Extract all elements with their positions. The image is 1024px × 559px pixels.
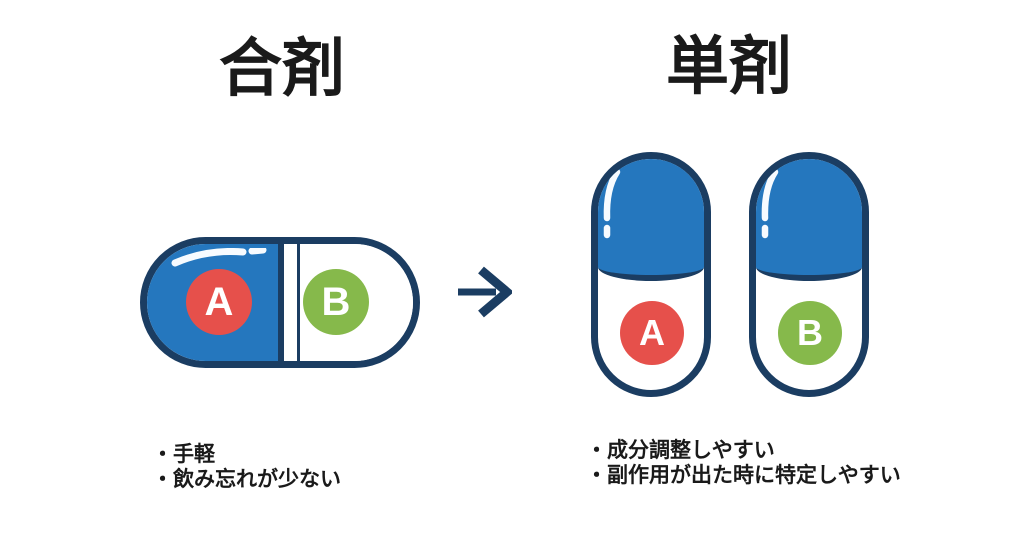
list-item: ・成分調整しやすい xyxy=(586,439,775,462)
component-a-badge-single: A xyxy=(620,301,684,365)
list-item: ・副作用が出た時に特定しやすい xyxy=(586,464,901,487)
single-capsule-b: B xyxy=(749,152,869,397)
single-capsule-a: A xyxy=(591,152,711,397)
component-b-label-single: B xyxy=(797,312,823,353)
combination-benefits-list: ・手軽 ・飲み忘れが少ない xyxy=(152,442,341,492)
component-b-badge: B xyxy=(303,269,369,335)
component-a-label: A xyxy=(204,279,234,324)
list-item: ・飲み忘れが少ない xyxy=(152,468,341,491)
component-a-badge: A xyxy=(186,269,252,335)
list-item: ・手軽 xyxy=(152,443,215,466)
capsule-divider-gap xyxy=(284,244,297,361)
single-drug-title: 単剤 xyxy=(666,32,792,102)
combination-drug-title: 合剤 xyxy=(219,34,345,104)
capsule-divider-line-thin xyxy=(297,244,300,361)
component-b-badge-single: B xyxy=(778,301,842,365)
combination-capsule: A B xyxy=(140,237,420,368)
capsule-b-shine-icon xyxy=(761,168,779,239)
capsule-divider-line xyxy=(278,244,284,361)
component-a-label-single: A xyxy=(639,312,665,353)
right-arrow-icon xyxy=(458,266,512,318)
capsule-a-shine-icon xyxy=(603,168,621,239)
component-b-label: B xyxy=(321,279,351,324)
capsule-shine-icon xyxy=(171,248,267,267)
single-benefits-list: ・成分調整しやすい ・副作用が出た時に特定しやすい xyxy=(586,438,901,488)
